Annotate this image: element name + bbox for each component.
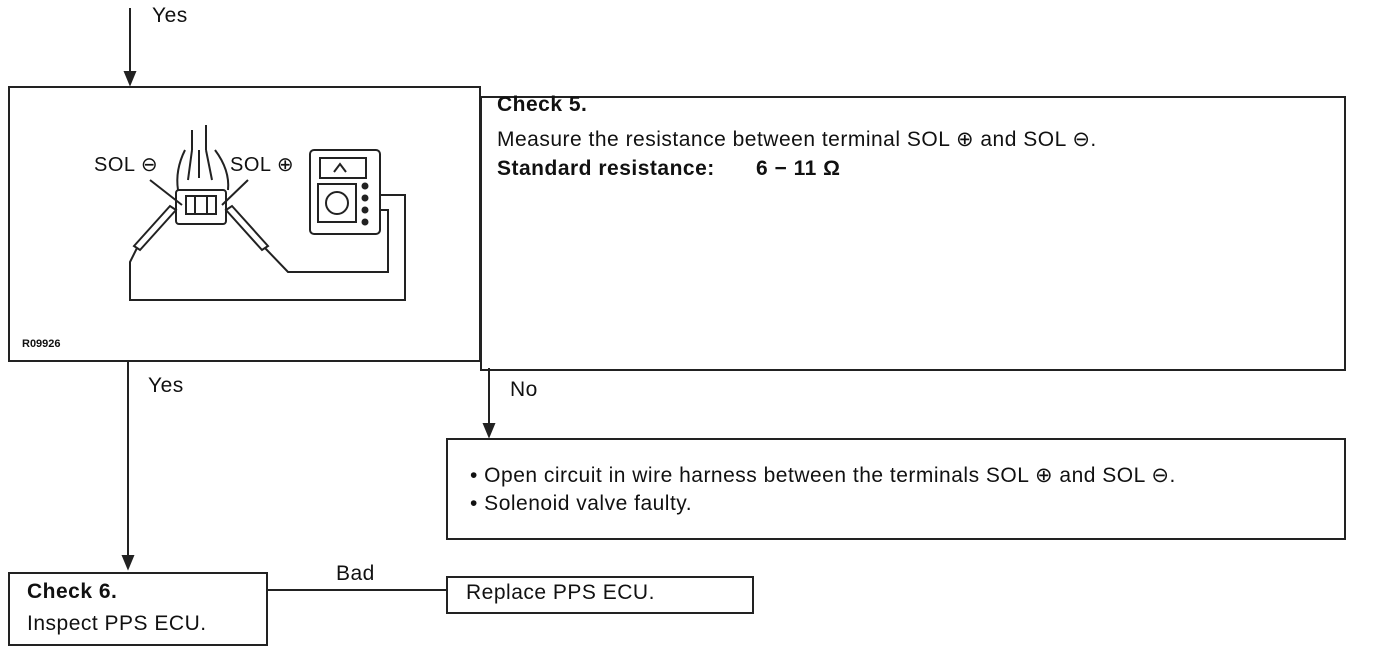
multimeter-dial — [325, 191, 349, 215]
arrowhead-top — [123, 71, 137, 87]
standard-resistance-label: Standard resistance: — [497, 157, 715, 180]
connector-body — [175, 189, 227, 225]
check5-instruction: Measure the resistance between terminal … — [497, 128, 1097, 151]
lead-left — [129, 194, 406, 301]
check5-box — [480, 96, 1346, 371]
no-result-bullet-2: • Solenoid valve faulty. — [470, 492, 693, 515]
replace-label: Replace PPS ECU. — [466, 581, 655, 604]
check6-title: Check 6. — [27, 580, 118, 603]
yes-label-mid: Yes — [148, 374, 184, 397]
arrowhead-check6 — [121, 555, 135, 571]
standard-resistance-value: 6 − 11 Ω — [756, 157, 841, 180]
no-result-box — [446, 438, 1346, 540]
illustration-box — [8, 86, 481, 362]
check6-instruction: Inspect PPS ECU. — [27, 612, 207, 635]
bad-label: Bad — [336, 562, 375, 585]
check5-title: Check 5. — [497, 93, 588, 116]
sol-minus-label: SOL ⊖ — [94, 154, 159, 176]
yes-label-top: Yes — [152, 4, 188, 27]
probe-right — [224, 204, 270, 252]
sol-plus-label: SOL ⊕ — [230, 154, 295, 176]
multimeter-display — [319, 157, 367, 179]
check6-box — [8, 572, 268, 646]
no-result-bullet-1: • Open circuit in wire harness between t… — [470, 464, 1176, 487]
probe-left — [132, 204, 178, 252]
replace-box — [446, 576, 754, 614]
no-label: No — [510, 378, 538, 401]
lead-right — [264, 209, 389, 273]
figure-code: R09926 — [22, 338, 61, 350]
arrowhead-no — [482, 423, 496, 439]
multimeter-illustration — [129, 125, 406, 301]
multimeter-body — [309, 149, 381, 235]
